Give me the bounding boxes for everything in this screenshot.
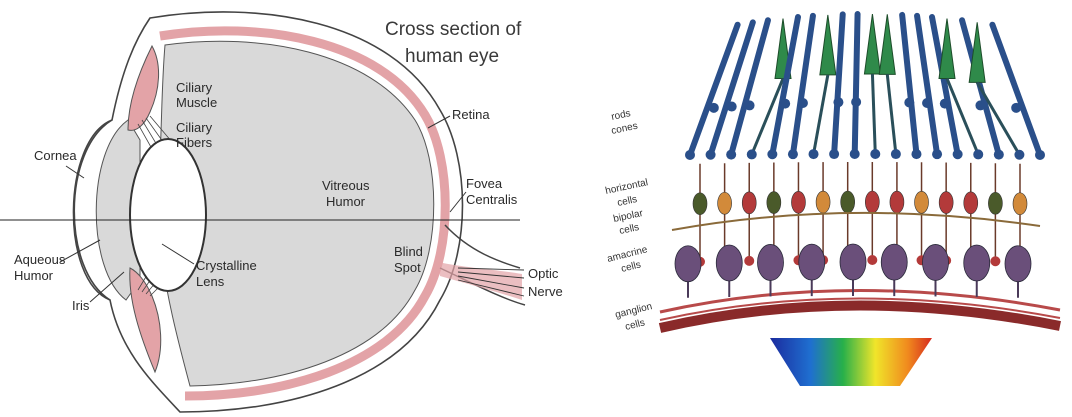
label-aqueous: Aqueous <box>14 252 66 267</box>
label-lens: Crystalline <box>196 258 257 273</box>
label-vitreous-2: Humor <box>326 194 366 209</box>
eye-cross-section: Cross section of human eye Ciliary Muscl… <box>0 12 563 412</box>
label-fovea-2: Centralis <box>466 192 518 207</box>
crystalline-lens <box>130 139 206 291</box>
label-iris: Iris <box>72 298 90 313</box>
label-horizontal-cells-2: cells <box>616 194 638 209</box>
optic-nerve-sheath <box>438 262 522 300</box>
diagram-title-line2: human eye <box>405 46 499 67</box>
cone-cell <box>879 14 901 159</box>
horizontal-cell-process <box>672 213 1040 230</box>
ganglion-cell <box>923 244 949 296</box>
label-vitreous: Vitreous <box>322 178 370 193</box>
retina-layer-labels: rods cones horizontal cells bipolar cell… <box>604 108 653 333</box>
label-bipolar-cells-2: cells <box>618 222 640 237</box>
label-horizontal-cells: horizontal <box>604 177 649 197</box>
ganglion-cell <box>716 245 742 297</box>
label-ganglion-cells: ganglion <box>614 301 653 321</box>
label-cornea: Cornea <box>34 148 77 163</box>
ganglion-cell <box>799 244 825 296</box>
ganglion-cell <box>881 244 907 296</box>
label-optic-nerve-2: Nerve <box>528 284 563 299</box>
bipolar-cell <box>988 163 1002 266</box>
photoreceptor-row <box>685 14 1045 160</box>
rod-cell <box>992 25 1045 160</box>
label-fovea: Fovea <box>466 176 503 191</box>
ganglion-cell <box>675 246 701 298</box>
diagram-title-line1: Cross section of <box>385 19 522 40</box>
label-bipolar-cells: bipolar <box>612 208 644 225</box>
label-rods-cones: rods <box>610 108 631 123</box>
bipolar-cell <box>742 163 756 266</box>
label-rods-cones-2: cones <box>610 121 638 137</box>
label-blind-spot: Blind <box>394 244 423 259</box>
ganglion-cell <box>964 245 990 297</box>
rod-cell <box>850 14 861 159</box>
label-optic-nerve: Optic <box>528 266 559 281</box>
label-ciliary-muscle-2: Muscle <box>176 95 217 110</box>
ganglion-row <box>675 244 1031 298</box>
cone-cell <box>864 14 880 159</box>
label-ganglion-cells-2: cells <box>624 317 646 333</box>
label-ciliary-fibers: Ciliary <box>176 120 213 135</box>
ganglion-cell <box>1005 246 1031 298</box>
label-blind-spot-2: Spot <box>394 260 421 275</box>
light-spectrum <box>770 338 932 386</box>
label-lens-2: Lens <box>196 274 225 289</box>
label-ciliary-fibers-2: Fibers <box>176 135 213 150</box>
ganglion-cell <box>840 244 866 296</box>
label-ciliary-muscle: Ciliary <box>176 80 213 95</box>
label-aqueous-2: Humor <box>14 268 54 283</box>
rod-cell <box>829 14 843 159</box>
ganglion-cell <box>758 244 784 296</box>
label-amacrine-cells-2: cells <box>620 259 642 275</box>
label-retina: Retina <box>452 107 490 122</box>
retina-layers: rods cones horizontal cells bipolar cell… <box>604 14 1060 386</box>
